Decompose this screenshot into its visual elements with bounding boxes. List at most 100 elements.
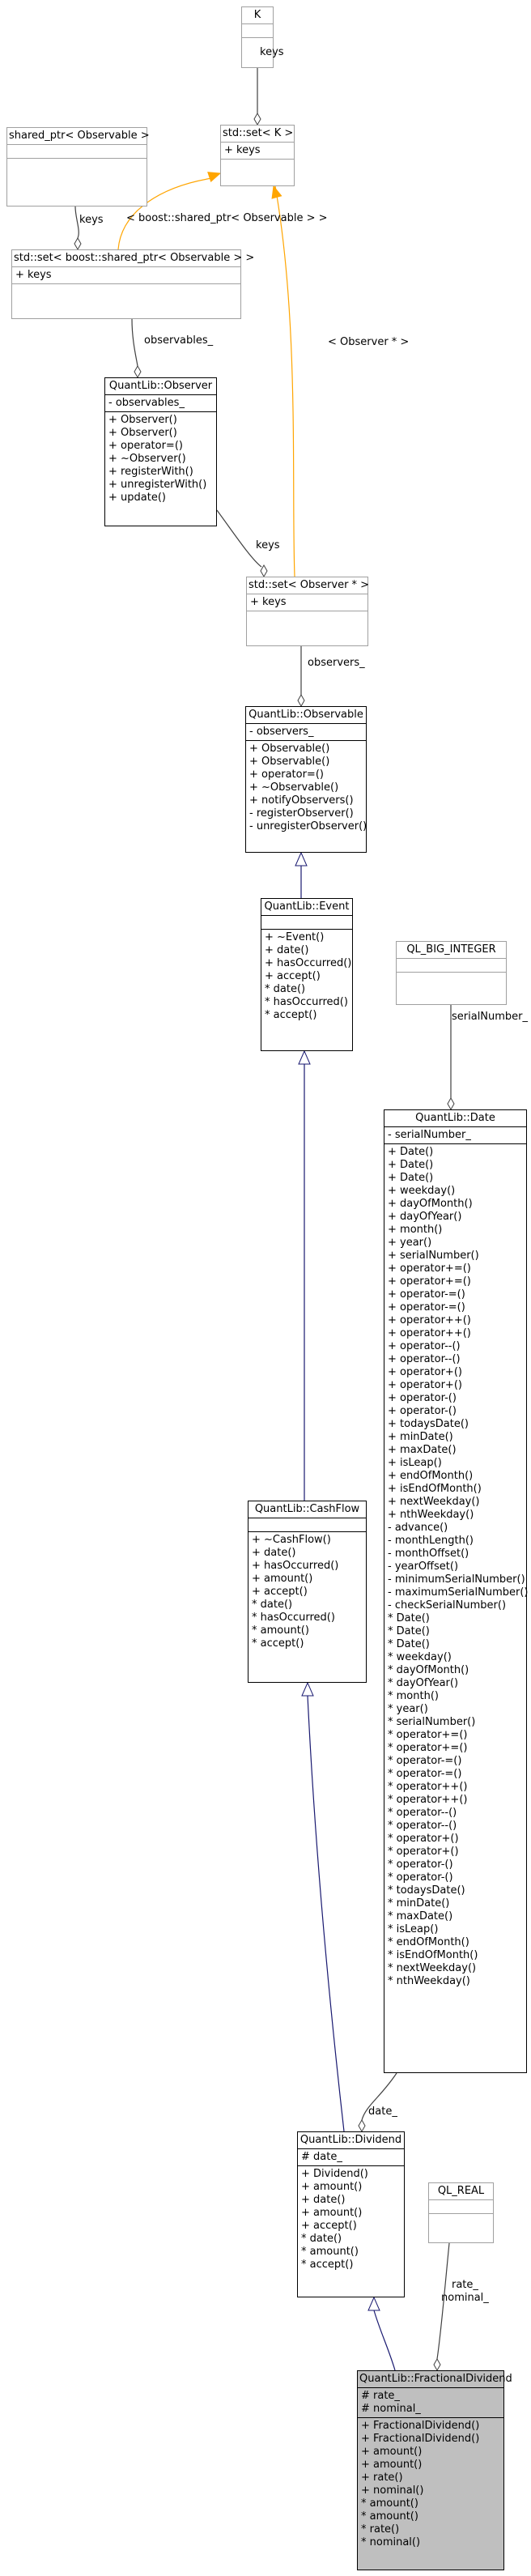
method-row: + operator-=() <box>388 1288 465 1301</box>
attributes-section <box>242 23 273 37</box>
attribute-row: - observers_ <box>249 726 314 738</box>
method-row: + accept() <box>252 1586 308 1598</box>
class-box-event[interactable]: QuantLib::Event+ ~Event()+ date()+ hasOc… <box>261 898 353 1051</box>
class-box-ql-real[interactable]: QL_REAL <box>428 2182 494 2243</box>
method-row: + Observable() <box>249 743 330 755</box>
method-row: + nominal() <box>361 2484 424 2497</box>
aggregation-diamond <box>358 2118 366 2133</box>
class-box-ql-big-integer[interactable]: QL_BIG_INTEGER <box>396 941 507 1005</box>
class-box-set-shared[interactable]: std::set< boost::shared_ptr< Observable … <box>11 249 254 319</box>
methods-section <box>221 159 294 172</box>
edge-label-nominal: nominal_ <box>441 2292 489 2304</box>
class-title: shared_ptr< Observable > <box>9 130 150 142</box>
edge-label-observables: observables_ <box>144 334 214 347</box>
method-row: - unregisterObserver() <box>249 820 367 832</box>
template-arrow <box>207 172 222 182</box>
method-row: + rate() <box>361 2472 403 2484</box>
method-row: + operator++() <box>388 1327 471 1339</box>
method-row: + ~Observer() <box>108 453 186 465</box>
method-row: * maxDate() <box>388 1910 453 1922</box>
method-row: * date() <box>252 1599 293 1611</box>
attributes-section: + keys <box>247 594 367 611</box>
aggregation-diamond <box>253 112 261 126</box>
class-box-date[interactable]: QuantLib::Date- serialNumber_+ Date()+ D… <box>384 1109 528 2073</box>
method-row: + operator=() <box>108 440 183 452</box>
method-row: + amount() <box>301 2207 363 2219</box>
class-title: QL_BIG_INTEGER <box>406 943 496 956</box>
method-row: + hasOccurred() <box>265 957 352 969</box>
method-row: * Date() <box>388 1625 430 1637</box>
attributes-section <box>261 915 352 929</box>
method-row: * amount() <box>252 1624 309 1637</box>
class-box-cashflow[interactable]: QuantLib::CashFlow+ ~CashFlow()+ date()+… <box>248 1501 367 1683</box>
class-box-k[interactable]: K <box>241 6 274 68</box>
method-row: + amount() <box>301 2181 363 2193</box>
attribute-row: + keys <box>250 596 287 608</box>
method-row: + hasOccurred() <box>252 1560 339 1572</box>
method-row: * amount() <box>301 2246 359 2258</box>
method-row: + accept() <box>265 970 321 982</box>
attribute-row: # nominal_ <box>361 2403 421 2415</box>
method-row: + Date() <box>388 1159 434 1171</box>
method-row: + Date() <box>388 1172 434 1184</box>
edge-label-observers: observers_ <box>308 657 365 669</box>
class-box-set-k[interactable]: std::set< K >+ keys <box>220 125 295 186</box>
edge-fractional-dividend <box>373 2310 396 2371</box>
attributes-section: - observables_ <box>105 394 216 411</box>
method-row: + date() <box>301 2194 346 2206</box>
method-row: * operator+() <box>388 1833 459 1845</box>
method-row: * weekday() <box>388 1651 452 1663</box>
class-title: QuantLib::Date <box>415 1112 495 1124</box>
method-row: + operator-=() <box>388 1301 465 1314</box>
aggregation-diamond <box>74 236 82 251</box>
edge-dividend-cashflow <box>307 1695 345 2132</box>
aggregation-diamond <box>134 364 142 379</box>
inheritance-triangle <box>295 851 308 866</box>
methods-section <box>12 283 240 297</box>
method-row: + todaysDate() <box>388 1418 469 1430</box>
method-row: * date() <box>301 2233 342 2245</box>
method-row: * year() <box>388 1703 428 1715</box>
method-row: * nominal() <box>361 2536 421 2548</box>
edge-template-observer <box>274 185 295 577</box>
attributes-section: # rate_# nominal_ <box>358 2387 503 2417</box>
method-row: + ~Observable() <box>249 781 339 794</box>
method-row: * operator+=() <box>388 1742 468 1754</box>
class-box-set-observer[interactable]: std::set< Observer * >+ keys <box>246 577 369 646</box>
method-row: * month() <box>388 1690 439 1702</box>
methods-section: + ~Event()+ date()+ hasOccurred()+ accep… <box>261 929 352 1024</box>
attribute-row: # rate_ <box>361 2390 400 2402</box>
attributes-section: - observers_ <box>246 723 366 740</box>
methods-section: + Observable()+ Observable()+ operator=(… <box>246 740 367 835</box>
class-box-shared-ptr[interactable]: shared_ptr< Observable > <box>6 127 150 207</box>
methods-section: + FractionalDividend()+ FractionalDivide… <box>358 2417 503 2551</box>
class-box-observable[interactable]: QuantLib::Observable- observers_+ Observ… <box>245 706 367 853</box>
method-row: * serialNumber() <box>388 1716 476 1728</box>
method-row: + year() <box>388 1237 432 1249</box>
edge-observables <box>131 318 138 367</box>
methods-section: + ~CashFlow()+ date()+ hasOccurred()+ am… <box>249 1531 366 1652</box>
method-row: + ~Event() <box>265 931 325 943</box>
attributes-section <box>249 1518 366 1531</box>
method-row: + operator--() <box>388 1353 461 1365</box>
method-row: + accept() <box>301 2220 357 2232</box>
method-row: + dayOfMonth() <box>388 1198 473 1210</box>
method-row: + operator++() <box>388 1314 471 1326</box>
method-row: + notifyObservers() <box>249 794 354 807</box>
method-row: * hasOccurred() <box>265 996 348 1008</box>
method-row: + operator-() <box>388 1405 457 1417</box>
class-title: K <box>253 9 261 21</box>
method-row: + month() <box>388 1224 443 1236</box>
method-row: * amount() <box>361 2510 418 2523</box>
class-box-dividend[interactable]: QuantLib::Dividend# date_+ Dividend()+ a… <box>297 2131 405 2297</box>
attribute-row: - serialNumber_ <box>388 1129 471 1141</box>
attributes-section <box>397 958 506 972</box>
method-row: + operator-() <box>388 1392 457 1404</box>
attributes-section: - serialNumber_ <box>384 1126 526 1143</box>
method-row: + Observer() <box>108 427 177 439</box>
class-box-observer[interactable]: QuantLib::Observer- observables_+ Observ… <box>104 377 217 526</box>
edge-keys-observer <box>216 509 262 568</box>
methods-section <box>397 972 506 986</box>
method-row: * accept() <box>265 1009 317 1021</box>
class-box-fractional[interactable]: QuantLib::FractionalDividend# rate_# nom… <box>357 2370 512 2570</box>
